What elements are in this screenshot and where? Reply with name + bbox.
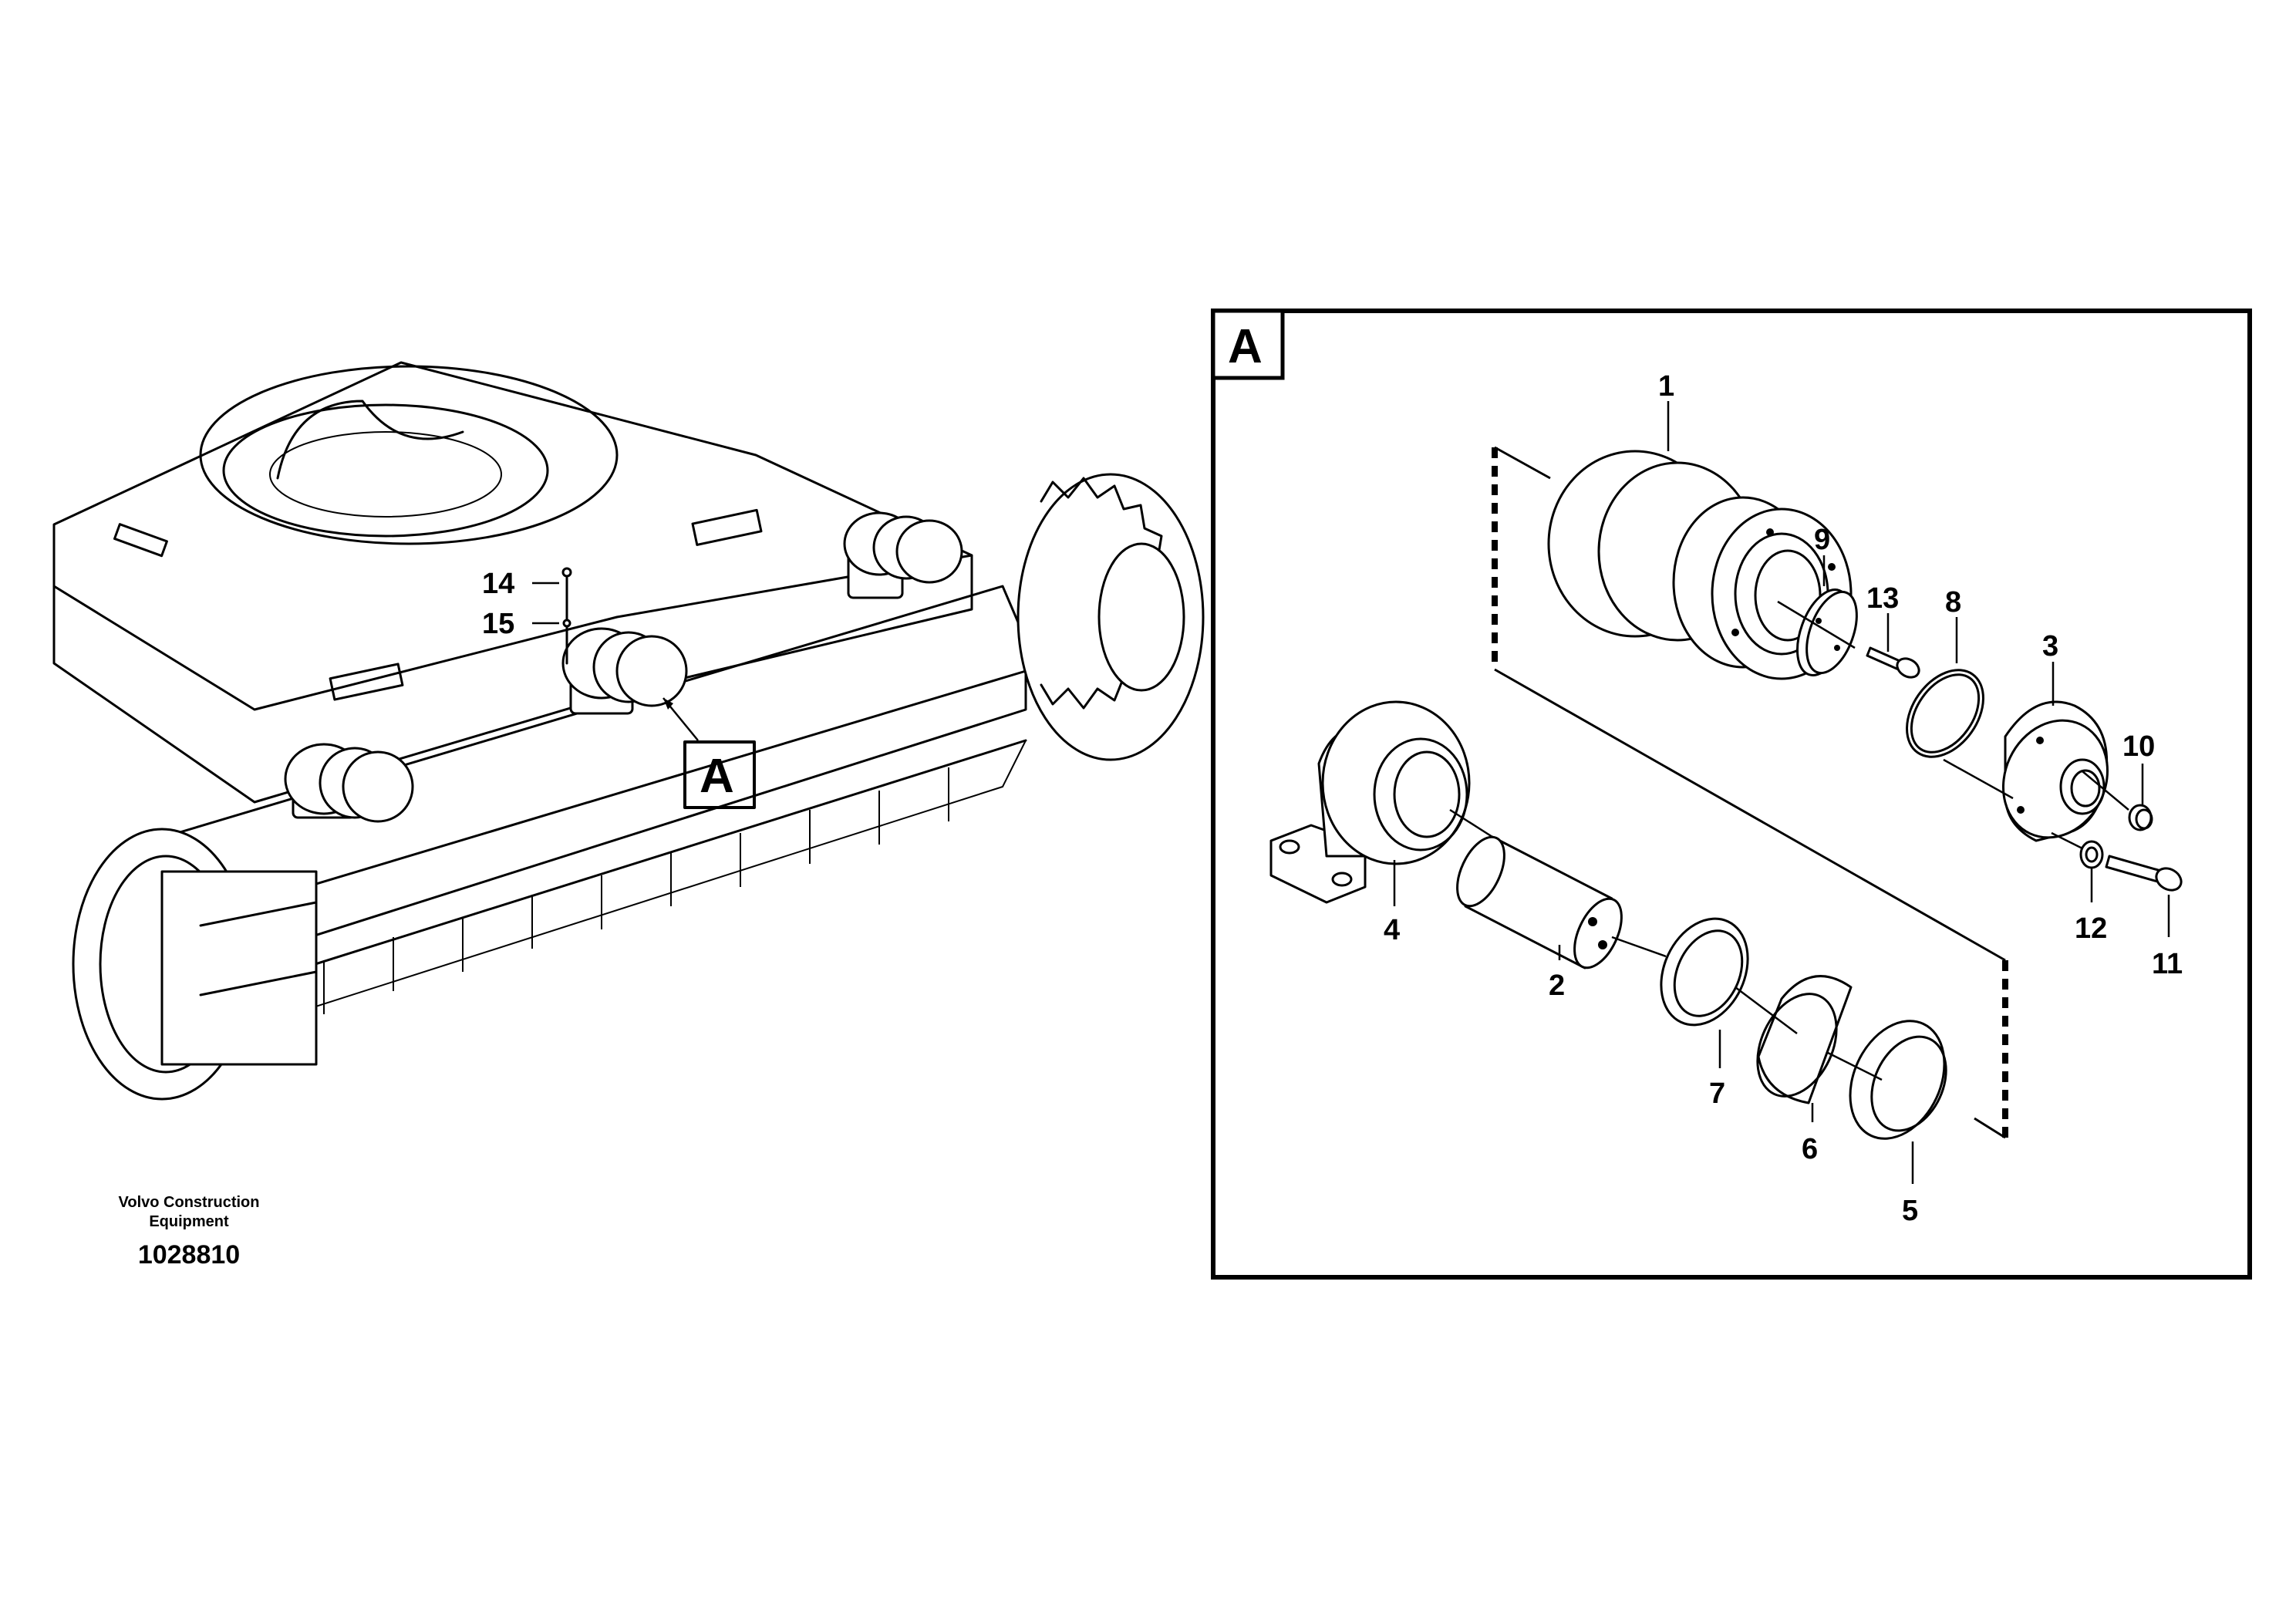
part-2-shaft (1456, 835, 1623, 969)
part-7-seal (1660, 917, 1749, 1027)
label-4: 4 (1384, 914, 1400, 946)
part-5-end-cap (1849, 1020, 1947, 1140)
carrier-roller-left (284, 743, 414, 823)
label-15: 15 (482, 608, 514, 640)
caption-document-number: 1028810 (138, 1240, 240, 1270)
label-8: 8 (1945, 586, 1961, 619)
label-13: 13 (1866, 582, 1899, 615)
label-12: 12 (2075, 912, 2107, 945)
detail-callout-a-letter: A (1228, 320, 1263, 373)
carrier-roller-center (561, 627, 688, 715)
label-1: 1 (1658, 370, 1674, 403)
caption-company-line1: Volvo Construction (119, 1194, 260, 1211)
label-11: 11 (2152, 948, 2183, 980)
detail-view-a: A (1211, 309, 2252, 1280)
part-6-bushing (1756, 975, 1853, 1104)
part-11-bolt (2105, 855, 2183, 892)
part-13-bolt (1866, 646, 1920, 679)
label-14: 14 (482, 568, 514, 600)
label-10: 10 (2122, 730, 2155, 763)
pin-15 (562, 619, 571, 628)
label-9: 9 (1814, 524, 1830, 556)
detail-callout-box (1211, 309, 1285, 380)
label-6: 6 (1802, 1133, 1818, 1165)
label-7: 7 (1709, 1077, 1725, 1110)
label-3: 3 (2042, 630, 2058, 663)
assembly-bracket (1492, 446, 2008, 1139)
overview-callout-a-letter: A (700, 750, 734, 803)
detail-frame (1211, 309, 2252, 1280)
part-3-end-collar (2001, 700, 2109, 842)
label-5: 5 (1902, 1195, 1918, 1227)
drive-sprocket (1017, 473, 1205, 761)
leader-lines (1393, 401, 2170, 1184)
part-8-o-ring (1906, 669, 1984, 758)
overview-callout-a[interactable]: A (683, 740, 756, 809)
part-9-cover (1796, 588, 1858, 676)
part-12-washer (2079, 840, 2104, 869)
front-idler (72, 828, 318, 1101)
undercarriage-overview: 14 15 A (52, 361, 1205, 1101)
caption-company-line2: Equipment (149, 1213, 229, 1230)
figure-caption: Volvo Construction Equipment 1028810 (119, 1194, 260, 1270)
part-4-bracket (1269, 700, 1471, 904)
carrier-roller-right (843, 511, 963, 599)
part-10-plug (2128, 804, 2153, 831)
bolt-14-head (561, 567, 572, 578)
label-2: 2 (1549, 969, 1565, 1002)
